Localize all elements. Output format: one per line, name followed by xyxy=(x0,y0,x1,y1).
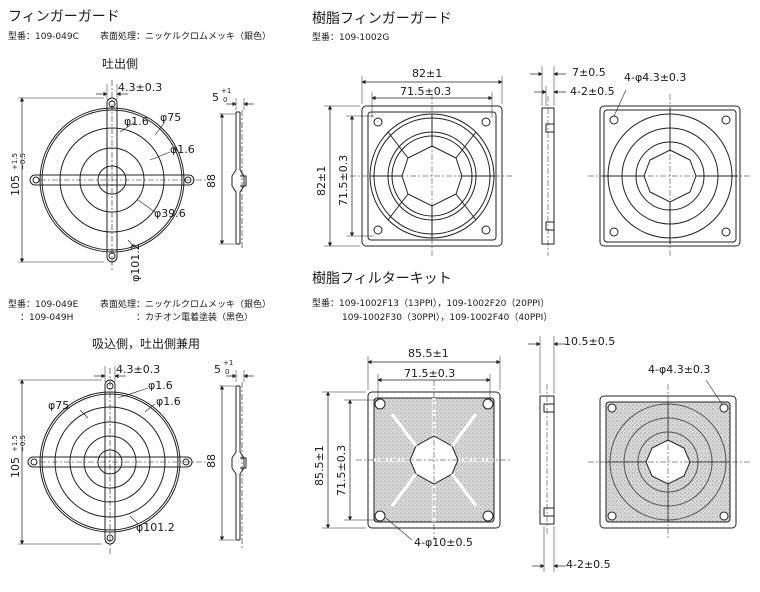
dim-w715-2: 71.5±0.3 xyxy=(404,367,456,380)
filter-kit-front-view xyxy=(356,380,512,540)
title-finger-guard: フィンガーガード xyxy=(8,9,120,25)
dim-105-2: 105 xyxy=(9,457,22,478)
dim-d16b: φ1.6 xyxy=(170,143,195,156)
dim-d396: φ39.6 xyxy=(154,207,186,220)
dim-side88-2: 88 xyxy=(205,454,218,468)
dim-side5-tol-plus: +1 xyxy=(221,87,232,95)
model-label-2: 型番：109-049E xyxy=(8,300,79,310)
dim-side5: 5 xyxy=(212,91,219,104)
metal-guard-side-view xyxy=(231,110,247,248)
filter-kit-back-view xyxy=(588,384,750,540)
model-label-4: 型番：109-1002F13（13PPI），109-1002F20（20PPI） xyxy=(312,299,550,309)
dim-h82: 82±1 xyxy=(315,165,328,196)
metal-guard-front-view xyxy=(29,80,210,270)
dim-105: 105 xyxy=(9,175,22,196)
filter-kit-side-view xyxy=(539,384,555,536)
dim-hole: 4.3±0.3 xyxy=(118,81,163,94)
dim-w82: 82±1 xyxy=(412,67,443,80)
dim-h715-2: 71.5±0.3 xyxy=(335,444,348,496)
side-label: 吐出側 xyxy=(102,57,139,71)
model-label-3: 型番：109-1002G xyxy=(312,33,390,43)
dim-side5-tol-minus: 0 xyxy=(223,96,228,104)
dim-t7: 7±0.5 xyxy=(572,66,606,79)
dim-105-tol-minus: −0.5 xyxy=(19,153,27,170)
dim-h715: 71.5±0.3 xyxy=(337,154,350,206)
side-label-2: 吸込側，吐出側兼用 xyxy=(92,337,201,351)
model-label-4b: 109-1002F30（30PPI），109-1002F40（40PPI） xyxy=(342,313,553,323)
dim-h855: 85.5±1 xyxy=(313,445,326,486)
dim-holes10: 4-φ10±0.5 xyxy=(414,536,473,549)
dim-d16b-2: φ1.6 xyxy=(156,395,181,408)
dim-side5-2: 5 xyxy=(214,363,221,376)
dim-side5-2-tol-minus: 0 xyxy=(225,368,230,376)
resin-guard-front-view xyxy=(350,94,514,258)
dim-d75: φ75 xyxy=(160,111,182,124)
surface-label-2b: ：カチオン電着塗装（黒色） xyxy=(136,313,254,323)
dim-holes: 4-φ4.3±0.3 xyxy=(624,71,687,84)
resin-guard-back-view xyxy=(588,94,752,258)
title-resin-finger-guard: 樹脂フィンガーガード xyxy=(312,11,452,27)
dim-t4-2: 4-2±0.5 xyxy=(570,85,615,98)
dim-d75-2: φ75 xyxy=(48,399,70,412)
metal-guard-side-view-2 xyxy=(231,382,247,548)
dim-d1012-2: φ101.2 xyxy=(136,521,175,534)
dim-holes-2: 4-φ4.3±0.3 xyxy=(648,363,711,376)
dim-d1012: φ101.2 xyxy=(129,243,142,282)
dim-t4-2-2: 4-2±0.5 xyxy=(566,558,611,571)
title-resin-filter-kit: 樹脂フィルターキット xyxy=(312,271,452,287)
model-label: 型番：109-049C xyxy=(8,32,79,42)
metal-guard-front-view-2 xyxy=(27,368,210,556)
dim-w855: 85.5±1 xyxy=(408,347,449,360)
model-label-2b: ：109-049H xyxy=(20,313,74,323)
dim-105-2-tol-plus: +1.5 xyxy=(11,435,19,452)
dim-t105: 10.5±0.5 xyxy=(564,335,616,348)
dim-d16a: φ1.6 xyxy=(124,115,149,128)
resin-guard-side-view xyxy=(541,96,555,256)
dim-105-tol-plus: +1.5 xyxy=(11,153,19,170)
surface-label: 表面処理：ニッケルクロムメッキ（銀色） xyxy=(100,32,272,42)
dim-d16a-2: φ1.6 xyxy=(148,379,173,392)
dim-w715: 71.5±0.3 xyxy=(400,85,452,98)
dim-105-2-tol-minus: −0.5 xyxy=(19,435,27,452)
dim-side5-2-tol-plus: +1 xyxy=(223,359,234,367)
surface-label-2: 表面処理：ニッケルクロムメッキ（銀色） xyxy=(100,300,272,310)
dim-side88: 88 xyxy=(205,174,218,188)
dim-hole-2: 4.3±0.3 xyxy=(116,363,161,376)
